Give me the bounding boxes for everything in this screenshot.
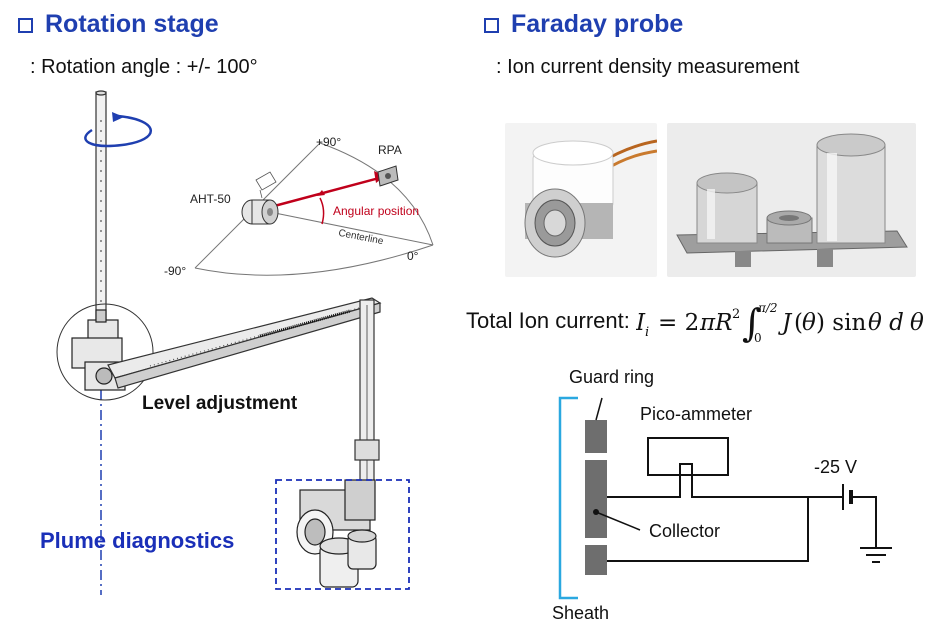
probe-assembly [296,479,377,588]
sheath-label: Sheath [552,603,610,623]
level-adjustment-label: Level adjustment [142,393,298,414]
vertical-shaft [95,90,107,328]
svg-text:θ: θ [910,310,924,336]
aht50-label: AHT-50 [190,192,231,206]
svg-text:θ: θ [802,310,816,336]
voltage-label: -25 V [814,457,858,477]
svg-text:(: ( [794,310,803,336]
svg-text:J: J [778,310,793,336]
rotation-arrow-icon [84,112,152,148]
rotation-stage-heading: Rotation stage [18,10,219,39]
guard-ring-label: Guard ring [569,367,655,387]
checkbox-bullet-icon [18,18,33,33]
svg-text:I: I [636,310,646,336]
svg-text:θ d: θ d [868,310,904,336]
ion-current-subtitle: : Ion current density measurement [496,56,800,78]
svg-text:2: 2 [732,307,740,322]
svg-text:0: 0 [754,331,762,345]
svg-text:i: i [645,325,649,340]
svg-text:= 2: = 2 [658,310,699,336]
checkbox-bullet-icon [484,18,499,33]
pico-ammeter-label: Pico-ammeter [640,404,753,424]
svg-text:πR: πR [699,310,732,336]
faraday-probe-photo [505,123,657,277]
svg-text:π/2: π/2 [757,301,778,315]
total-ion-current-label: Total Ion current: [466,308,630,333]
minus-90-label: -90° [164,264,187,278]
plus-90-label: +90° [316,135,342,149]
angular-position-inset [194,142,434,276]
ion-current-equation: I i = 2 πR 2 ∫ 0 π/2 J ( θ ) sin θ d θ [636,296,936,346]
plume-diagnostics-label: Plume diagnostics [40,528,235,553]
zero-degree-label: 0° [407,249,419,263]
rpa-label: RPA [378,143,402,157]
rotation-angle-subtitle: : Rotation angle : +/- 100° [30,56,258,78]
collector-label: Collector [649,521,721,541]
horizontal-arm [107,297,382,389]
faraday-probe-heading: Faraday probe [484,10,683,39]
vertical-drop-arm [354,299,380,486]
faraday-probe-assembly-photo [667,123,916,277]
angular-position-label: Angular position [333,204,420,218]
rotary-mount-highlight-circle [56,303,154,401]
svg-text:) sin: ) sin [816,310,866,336]
svg-text:∫: ∫ [742,301,762,345]
